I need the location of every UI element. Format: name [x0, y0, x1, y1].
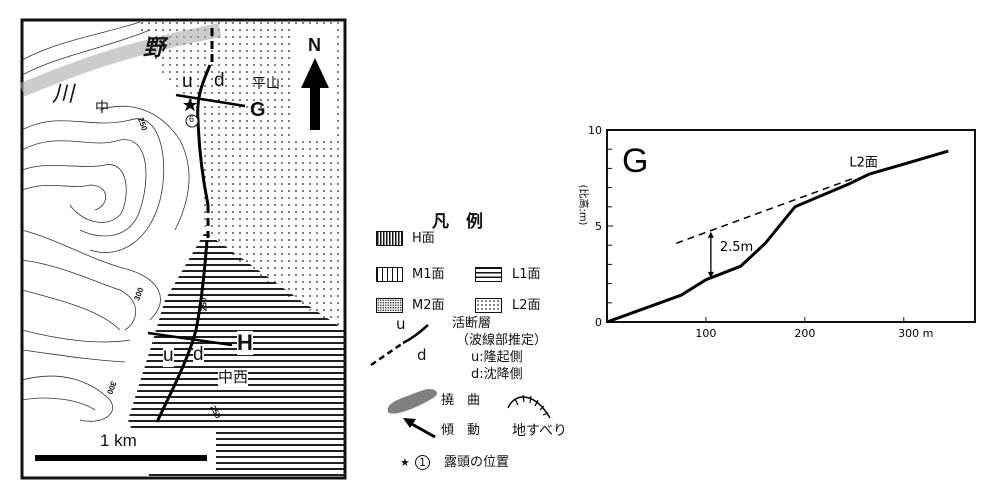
chart-title: G [622, 142, 648, 180]
scale-bar [35, 455, 207, 461]
scale-box [26, 428, 216, 470]
profile-g-label: G [250, 99, 266, 121]
profile-g-d: d [214, 70, 225, 91]
swatch-h [376, 231, 403, 246]
legend-tilt: 傾 動 [441, 423, 481, 438]
legend-fault-d: d:沈降側 [471, 367, 523, 382]
profile-g-u: u [182, 71, 193, 92]
profile-line [606, 149, 949, 324]
profile-h-u: u [163, 345, 174, 367]
x-tick-label: 100 [695, 327, 716, 340]
chart-marks: 0 5 10 100 200 300 m L2面 2.5m [588, 124, 949, 340]
north-arrow-icon [301, 58, 329, 130]
contour-lines [21, 21, 190, 422]
l1-terrace-area [128, 232, 345, 478]
legend-title: 凡 例 [432, 212, 483, 232]
place-hirayama: 平山 [252, 75, 280, 91]
river-band [19, 23, 222, 97]
landslide-icon [507, 394, 551, 419]
l2-extension-line [675, 177, 855, 244]
outcrop-number: 6 [189, 114, 195, 124]
north-label: N [308, 35, 321, 55]
y-axis-label: (比高:m) [577, 185, 590, 226]
fault-d-symbol: d [417, 346, 427, 364]
swatch-l2 [475, 298, 502, 313]
legend-h: H面 [412, 231, 435, 246]
place-kawa: 川 [52, 81, 75, 106]
outcrop-number-symbol: 1 [415, 455, 430, 470]
tilt-arrow-icon [403, 418, 436, 439]
outcrop-circle [185, 114, 199, 128]
legend-m1: M1面 [412, 267, 445, 282]
y-tick-label: 5 [595, 220, 602, 233]
y-tick-label: 0 [595, 316, 602, 329]
profile-line-g [175, 93, 246, 108]
place-naka: 中 [95, 99, 109, 115]
fault-u-symbol: u [396, 315, 406, 333]
legend-fault-u: u:隆起側 [471, 350, 523, 365]
legend-flexure: 撓 曲 [441, 393, 481, 408]
offset-label: 2.5m [720, 240, 753, 255]
legend-fault-note: （波線部推定） [456, 333, 548, 348]
profile-h-label: H [237, 330, 253, 356]
place-nakanishi: 中西 [218, 369, 249, 387]
legend-outcrop: 露頭の位置 [444, 455, 510, 470]
geologic-map [19, 18, 347, 480]
arrowhead-up-icon [707, 231, 714, 238]
x-tick-label: 200 [794, 327, 815, 340]
outcrop-star-icon: ★ [400, 456, 410, 469]
swatch-l1 [475, 267, 502, 282]
scale-label: 1 km [100, 431, 137, 450]
x-tick-label: 300 m [898, 327, 933, 340]
profile-h-d: d [193, 344, 204, 366]
legend-l2: L2面 [512, 298, 541, 313]
flexure-icon [387, 389, 438, 414]
legend-landslide: 地すべり [512, 423, 568, 439]
fault-symbol-icon [370, 324, 429, 367]
legend-fault: 活断層 [452, 316, 492, 331]
legend-l1: L1面 [512, 267, 541, 282]
arrowhead-down-icon [707, 271, 714, 278]
swatch-m2 [376, 298, 403, 313]
legend-m2: M2面 [412, 298, 445, 313]
l2-surface-label: L2面 [849, 155, 878, 170]
y-tick-label: 10 [588, 124, 602, 137]
place-no: 野 [143, 35, 166, 60]
profile-line-h [147, 331, 233, 347]
outcrop-star-icon [183, 98, 197, 111]
swatch-m1 [376, 267, 403, 282]
